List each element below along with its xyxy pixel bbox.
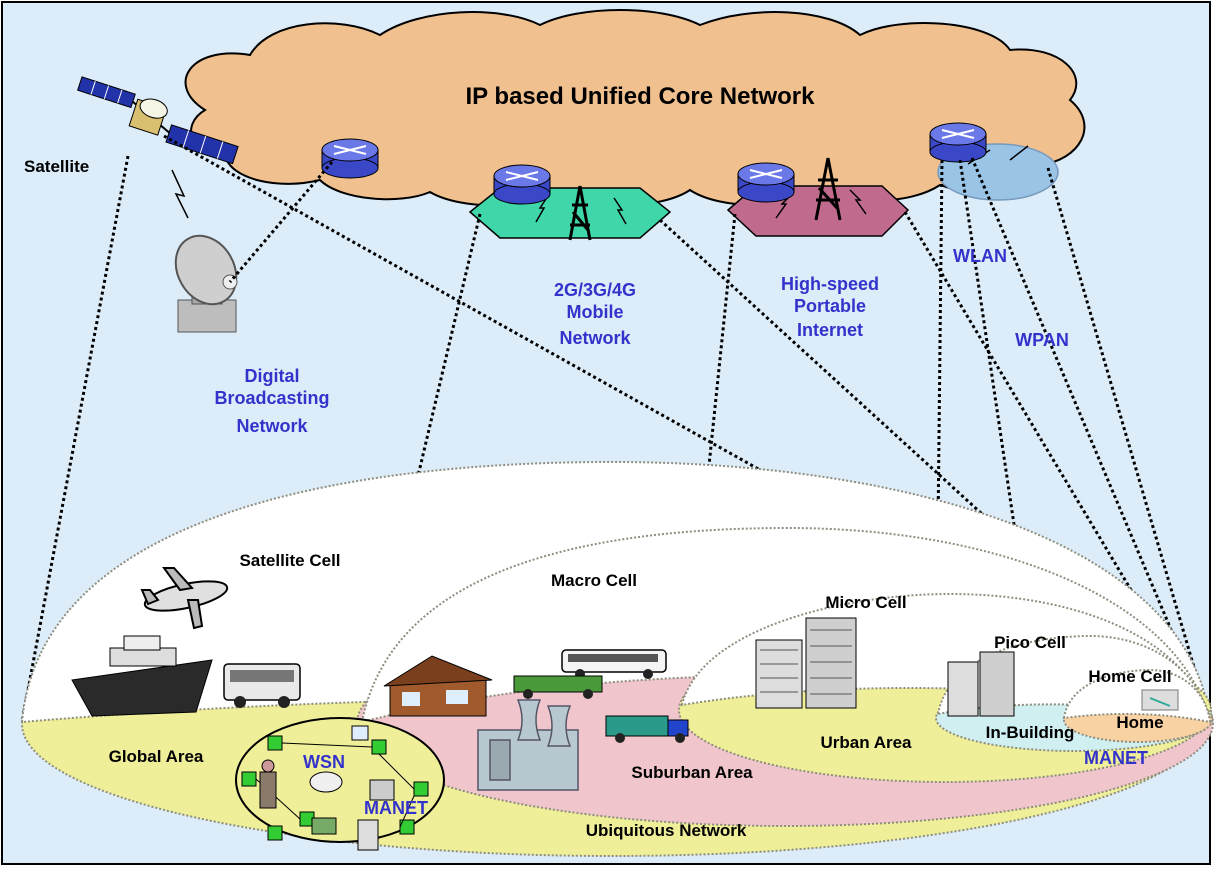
bus-icon-suburban xyxy=(561,649,667,679)
ubiquitous-network-label: Ubiquitous Network xyxy=(586,821,747,840)
svg-text:High-speed: High-speed xyxy=(781,274,879,294)
wlan-label: WLAN xyxy=(953,246,1007,266)
person-icon xyxy=(259,759,277,809)
factory-icon xyxy=(477,699,579,791)
svg-text:Portable: Portable xyxy=(794,296,866,316)
core-network-title: IP based Unified Core Network xyxy=(466,83,816,110)
bag-icon xyxy=(311,817,337,835)
house-icon xyxy=(383,655,493,717)
mobile-network-label: 2G/3G/4G Mobile Network xyxy=(554,280,636,348)
manet-label-right: MANET xyxy=(1084,748,1148,768)
macro-cell-label: Macro Cell xyxy=(551,571,637,590)
svg-text:2G/3G/4G: 2G/3G/4G xyxy=(554,280,636,300)
truck-icon-green xyxy=(513,675,603,699)
home-cell-label: Home Cell xyxy=(1088,667,1171,686)
ship-icon xyxy=(71,635,213,717)
router-icon-broadcast xyxy=(321,138,379,179)
mobile-tower-icon xyxy=(568,185,592,241)
router-icon-wlan xyxy=(929,122,987,163)
global-area-label: Global Area xyxy=(109,747,204,766)
svg-text:Network: Network xyxy=(236,416,308,436)
pico-buildings-icon xyxy=(947,651,1015,717)
satellite-dish-icon xyxy=(174,234,238,333)
portable-internet-label: High-speed Portable Internet xyxy=(781,274,879,340)
micro-cell-label: Micro Cell xyxy=(825,593,906,612)
svg-text:Mobile: Mobile xyxy=(567,302,624,322)
pda-icon xyxy=(357,819,379,851)
svg-text:Network: Network xyxy=(559,328,631,348)
in-building-label: In-Building xyxy=(986,723,1075,742)
home-network-device-icon xyxy=(1141,689,1179,711)
router-icon-mobile xyxy=(493,164,551,205)
home-label: Home xyxy=(1116,713,1163,732)
core-network-cloud: IP based Unified Core Network xyxy=(184,9,1086,207)
sensor-node xyxy=(241,771,257,787)
bus-icon-left xyxy=(223,663,301,708)
internet-tower-icon xyxy=(814,157,842,221)
satellite-icon xyxy=(77,76,239,165)
office-buildings-icon xyxy=(755,617,857,709)
svg-text:Internet: Internet xyxy=(797,320,863,340)
satellite-cell-label: Satellite Cell xyxy=(239,551,340,570)
manet-label-left: MANET xyxy=(364,798,428,818)
urban-area-label: Urban Area xyxy=(820,733,912,752)
airplane-icon xyxy=(140,567,229,630)
radio-wave-icons xyxy=(171,145,1029,225)
sensor-node xyxy=(413,781,429,797)
satellite-label: Satellite xyxy=(24,157,89,176)
router-icon-internet xyxy=(737,162,795,203)
truck-icon-teal xyxy=(605,715,689,743)
dog-icon xyxy=(309,771,343,793)
svg-text:Digital: Digital xyxy=(244,366,299,386)
broadcasting-network-label: Digital Broadcasting Network xyxy=(214,366,329,436)
wpan-label: WPAN xyxy=(1015,330,1069,350)
sensor-node xyxy=(267,825,283,841)
svg-text:Broadcasting: Broadcasting xyxy=(214,388,329,408)
sensor-node xyxy=(267,735,283,751)
sensor-gateway-icon xyxy=(351,725,369,741)
suburban-area-label: Suburban Area xyxy=(631,763,753,782)
laptop-icon xyxy=(369,779,395,801)
sensor-node xyxy=(371,739,387,755)
wsn-label: WSN xyxy=(303,752,345,772)
adhoc-cluster xyxy=(235,717,445,851)
pico-cell-label: Pico Cell xyxy=(994,633,1066,652)
